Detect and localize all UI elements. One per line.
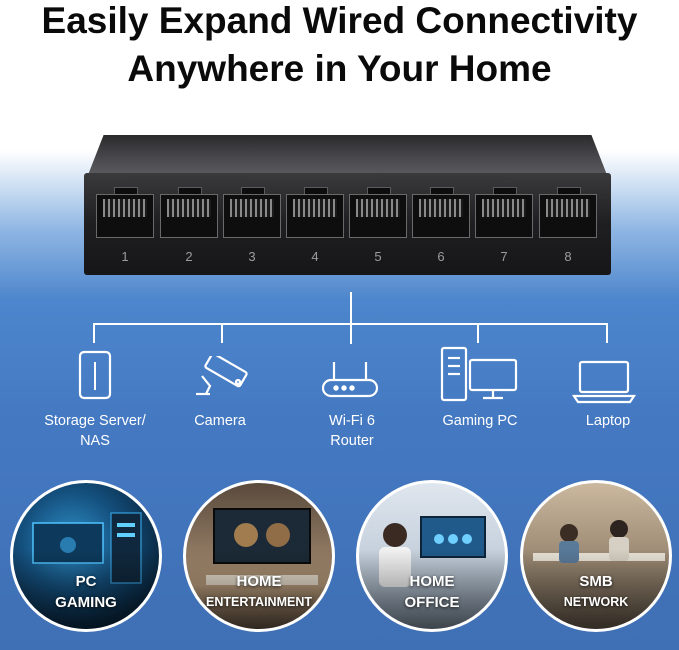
trunk-line <box>350 292 352 344</box>
port-number-4: 4 <box>311 249 319 264</box>
device-label-laptop: Laptop <box>558 411 658 431</box>
ethernet-port-2 <box>160 187 218 238</box>
drop-line-laptop <box>606 323 608 343</box>
scenario-home-office-line2: OFFICE <box>404 594 460 611</box>
device-label-storage: Storage Server/ NAS <box>30 411 160 451</box>
drop-line-gaming-pc <box>477 323 479 343</box>
port-number-8: 8 <box>564 249 572 264</box>
scenario-smb-network: SMB NETWORK <box>520 480 672 632</box>
device-label-gaming-pc: Gaming PC <box>425 411 535 431</box>
ethernet-port-8 <box>539 187 597 238</box>
scenario-pc-gaming-caption: PC GAMING <box>13 571 159 613</box>
port-number-6: 6 <box>437 249 445 264</box>
drop-line-camera <box>221 323 223 343</box>
switch-top-panel <box>88 135 607 175</box>
storage-server-icon <box>78 350 112 400</box>
port-number-7: 7 <box>500 249 508 264</box>
device-label-storage-line1: Storage Server/ <box>44 413 146 429</box>
distribution-line <box>93 323 608 325</box>
drop-line-storage <box>93 323 95 343</box>
device-label-camera-line1: Camera <box>194 413 246 429</box>
desktop-pc-icon <box>440 346 518 402</box>
scenario-smb-network-line1: SMB <box>579 573 613 590</box>
device-label-router-line1: Wi-Fi 6 <box>329 413 375 429</box>
ethernet-port-5 <box>349 187 407 238</box>
scenario-home-office-line1: HOME <box>409 573 455 590</box>
scenario-home-office: HOME OFFICE <box>356 480 508 632</box>
headline-line-1: Easily Expand Wired Connectivity <box>41 0 638 41</box>
ethernet-port-3 <box>223 187 281 238</box>
port-number-5: 5 <box>374 249 382 264</box>
scenario-home-entertainment-line2: ENTERTAINMENT <box>205 595 312 609</box>
port-number-3: 3 <box>248 249 256 264</box>
device-label-gaming-pc-line1: Gaming PC <box>442 413 518 429</box>
scenario-pc-gaming-line2: GAMING <box>55 594 117 611</box>
camera-icon <box>196 356 248 396</box>
scenario-home-office-caption: HOME OFFICE <box>359 571 505 613</box>
port-number-2: 2 <box>185 249 193 264</box>
scenario-home-entertainment-caption: HOME ENTERTAINMENT <box>186 571 332 613</box>
device-label-router: Wi-Fi 6 Router <box>302 411 402 451</box>
ethernet-port-7 <box>475 187 533 238</box>
device-label-storage-line2: NAS <box>80 433 110 449</box>
device-label-router-line2: Router <box>330 433 374 449</box>
router-icon <box>321 362 379 398</box>
ethernet-switch: 1 2 3 4 5 6 7 8 <box>84 173 611 275</box>
device-label-camera: Camera <box>170 411 270 431</box>
device-label-laptop-line1: Laptop <box>585 413 631 429</box>
laptop-icon <box>572 360 636 404</box>
headline-line-2: Anywhere in Your Home <box>127 48 552 89</box>
ethernet-port-4 <box>286 187 344 238</box>
ethernet-port-6 <box>412 187 470 238</box>
scenario-pc-gaming-line1: PC <box>75 573 97 590</box>
scenario-home-entertainment-line1: HOME <box>236 573 282 590</box>
ethernet-port-1 <box>96 187 154 238</box>
scenario-pc-gaming: PC GAMING <box>10 480 162 632</box>
scenario-smb-network-line2: NETWORK <box>563 595 629 609</box>
port-number-1: 1 <box>121 249 129 264</box>
scenario-smb-network-caption: SMB NETWORK <box>523 571 669 613</box>
scenario-home-entertainment: HOME ENTERTAINMENT <box>183 480 335 632</box>
